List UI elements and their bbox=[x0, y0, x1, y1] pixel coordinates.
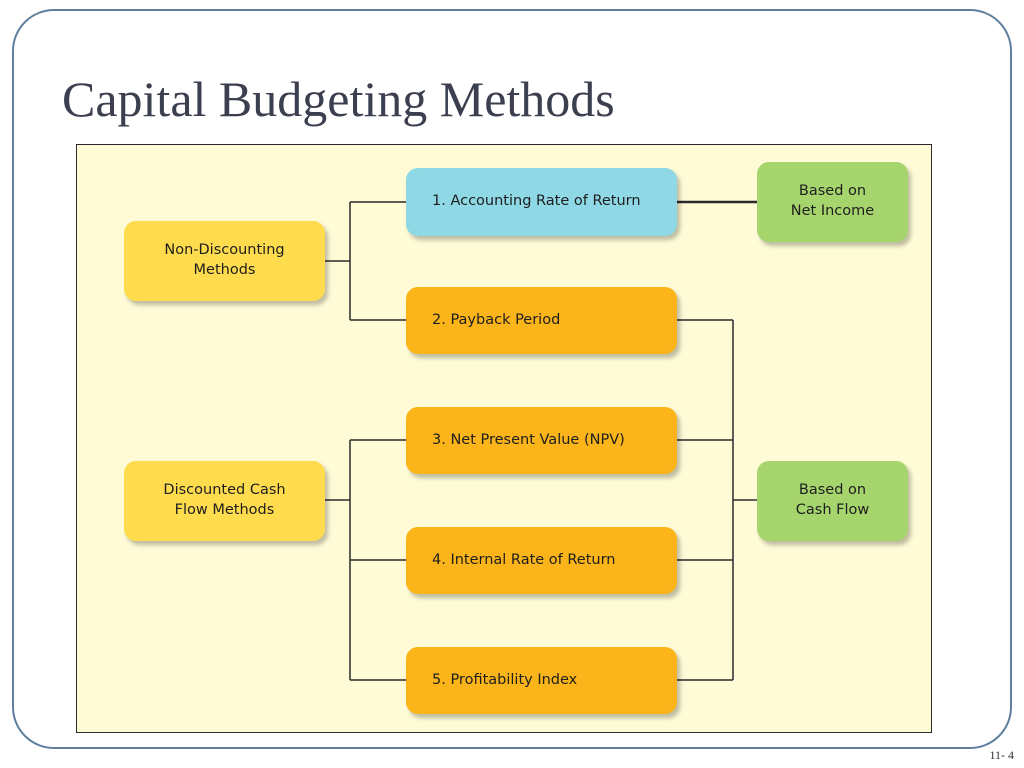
page-number: 11- 4 bbox=[989, 748, 1014, 762]
method-internal-rate-of-return: 4. Internal Rate of Return bbox=[406, 527, 677, 594]
net-income-line1: Based on bbox=[798, 183, 867, 200]
method-label: 3. Net Present Value (NPV) bbox=[432, 431, 625, 448]
method-label: 4. Internal Rate of Return bbox=[432, 551, 616, 568]
method-label: 2. Payback Period bbox=[432, 311, 561, 328]
method-accounting-rate-of-return: 1. Accounting Rate of Return bbox=[406, 168, 677, 236]
method-profitability-index: 5. Profitability Index bbox=[406, 647, 677, 714]
methods-diagram: Non-Discounting Methods Discounted Cash … bbox=[76, 144, 932, 733]
cash-flow-line1: Based on bbox=[798, 482, 867, 499]
discounted-cash-flow-methods-box: Discounted Cash Flow Methods bbox=[124, 461, 325, 541]
slide-title: Capital Budgeting Methods bbox=[62, 71, 615, 127]
discounted-line2: Flow Methods bbox=[174, 502, 275, 518]
method-label: 1. Accounting Rate of Return bbox=[432, 193, 641, 210]
discounted-line1: Discounted Cash bbox=[163, 482, 286, 499]
non-discounting-line2: Methods bbox=[193, 262, 256, 278]
slide-frame bbox=[12, 9, 1012, 749]
based-on-cash-flow-box: Based on Cash Flow bbox=[757, 461, 908, 541]
non-discounting-methods-box: Non-Discounting Methods bbox=[124, 221, 325, 301]
method-label: 5. Profitability Index bbox=[432, 671, 578, 688]
method-payback-period: 2. Payback Period bbox=[406, 287, 677, 354]
connector-lines bbox=[325, 200, 757, 681]
non-discounting-line1: Non-Discounting bbox=[164, 242, 285, 259]
method-net-present-value: 3. Net Present Value (NPV) bbox=[406, 407, 677, 474]
based-on-net-income-box: Based on Net Income bbox=[757, 162, 908, 242]
net-income-line2: Net Income bbox=[790, 203, 875, 219]
cash-flow-line2: Cash Flow bbox=[795, 502, 870, 518]
